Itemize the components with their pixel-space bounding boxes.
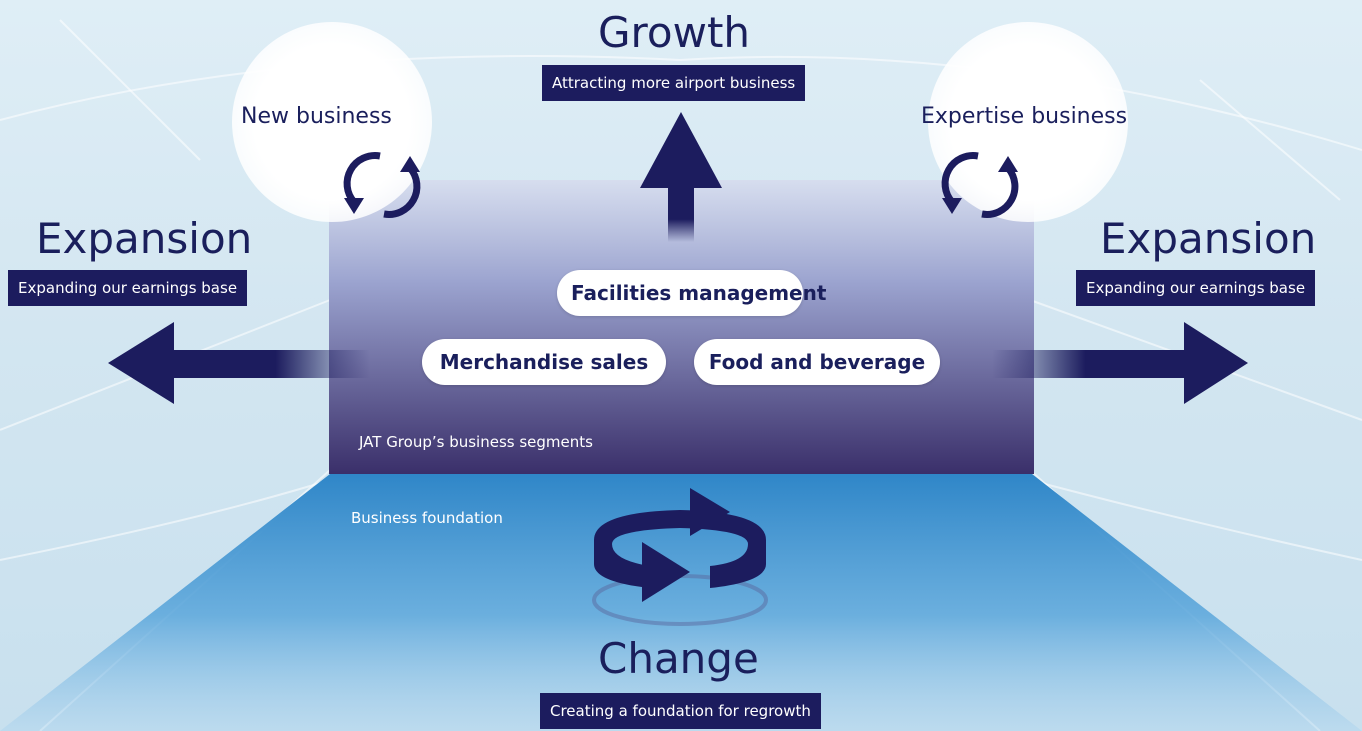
segment-pill-food: Food and beverage [694,339,940,385]
glow-left [232,22,432,222]
expansion-right-title: Expansion [1100,214,1317,263]
expansion-right-subtitle: Expanding our earnings base [1076,270,1316,306]
new-business-label: New business [241,104,392,129]
expertise-business-label: Expertise business [921,104,1128,129]
growth-subtitle: Attracting more airport business [542,65,806,101]
change-title: Change [598,634,759,683]
glow-right [928,22,1128,222]
foundation-caption: Business foundation [351,509,503,527]
segments-caption: JAT Group’s business segments [359,433,593,451]
arrow-up-icon [640,112,722,242]
expansion-left-subtitle: Expanding our earnings base [8,270,248,306]
arrow-right-icon [992,322,1248,404]
cycle-icon [941,152,1019,218]
foundation-area [0,474,1362,731]
segment-pill-merchandise: Merchandise sales [422,339,666,385]
arrow-left-icon [108,322,370,404]
cycle-icon [343,152,421,218]
growth-title: Growth [598,8,751,57]
change-subtitle: Creating a foundation for regrowth [540,693,821,729]
expansion-left-title: Expansion [36,214,253,263]
rotation-icon [592,488,768,626]
segment-pill-facilities: Facilities management [557,270,826,316]
